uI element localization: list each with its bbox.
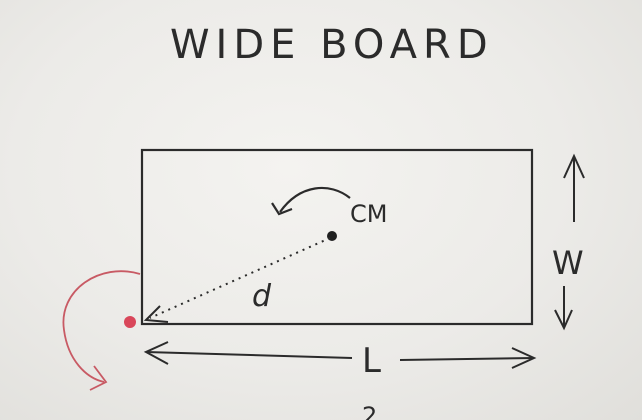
bottom-partial-text: 2 bbox=[362, 402, 377, 420]
pivot-rotation-arrowhead-icon bbox=[89, 365, 108, 391]
length-arrow-right bbox=[399, 357, 535, 361]
cm-label: CM bbox=[350, 200, 387, 228]
length-arrow-left bbox=[145, 351, 353, 359]
width-arrow-up-icon bbox=[563, 153, 585, 179]
board-rectangle bbox=[140, 148, 534, 326]
length-label: L bbox=[362, 341, 381, 381]
cm-rotation-arrow bbox=[279, 186, 351, 213]
pivot-rotation-arrow bbox=[62, 270, 141, 383]
width-label: W bbox=[552, 244, 584, 282]
distance-line bbox=[149, 237, 331, 319]
pivot-point bbox=[124, 316, 136, 328]
length-arrow-left-icon bbox=[143, 341, 169, 365]
cm-rotation-arrowhead-icon bbox=[271, 202, 293, 216]
width-arrow-down-icon bbox=[554, 309, 573, 331]
diagram-title: WIDE BOARD bbox=[170, 22, 494, 68]
distance-arrowhead-icon bbox=[143, 305, 169, 323]
distance-label: d bbox=[252, 279, 272, 314]
length-arrow-right-icon bbox=[511, 347, 537, 369]
